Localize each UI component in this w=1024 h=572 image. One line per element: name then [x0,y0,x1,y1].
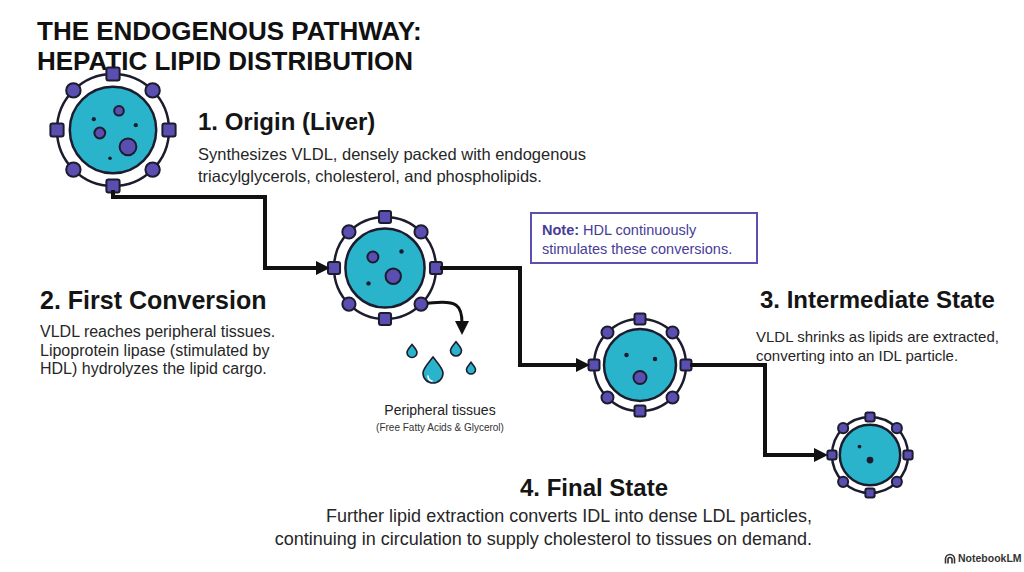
particle-shell [334,217,436,319]
apoprotein-dot [892,423,902,433]
apoprotein-square [379,313,391,325]
apoprotein-dot [667,326,679,338]
apoprotein-square [379,211,391,223]
lipoprotein-particle: 2. First ConversionVLDL reaches peripher… [330,213,440,323]
lipid-cargo [114,106,124,116]
lipid-cargo [366,281,370,285]
particle-graphic [828,413,912,497]
apoprotein-dot [342,225,355,238]
lipid-cargo [134,123,138,127]
particle-graphic [330,213,440,323]
apoprotein-dot [342,297,355,310]
diagram-title: THE ENDOGENOUS PATHWAY: HEPATIC LIPID DI… [37,16,477,76]
fatty-acid-droplet [407,345,417,358]
step-heading: 1. Origin (Liver) [198,108,598,136]
apoprotein-dot [892,477,902,487]
fatty-acid-droplet [423,357,443,383]
particle-core [70,87,156,173]
watermark: NotebookLM [958,552,1022,564]
apoprotein-dot [66,83,80,97]
droplet-highlight [428,376,432,381]
apoprotein-dot [601,392,613,404]
tissue-node: Peripheral tissues (Free Fatty Acids & Gl… [355,335,525,443]
apoprotein-square [106,67,119,80]
step-description: VLDL reaches peripheral tissues. Lipopro… [40,323,302,379]
lipid-cargo [653,357,658,362]
apoprotein-square [635,406,646,417]
apoprotein-dot [414,297,427,310]
step-description: Further lipid extraction converts IDL in… [257,505,812,551]
lipoprotein-particle: 4. Final StateFurther lipid extraction c… [828,413,912,497]
watermark-glyph [946,555,955,564]
particle-graphic [590,315,690,415]
lipid-cargo [867,457,874,464]
apoprotein-square [865,488,874,497]
apoprotein-dot [667,392,679,404]
step-description: VLDL shrinks as lipids are extracted, co… [756,327,1022,365]
lipid-cargo [624,353,629,358]
watermark-icon [944,553,956,565]
lipid-cargo [858,445,862,449]
note-heading: Note: [542,222,579,238]
apoprotein-square [681,360,692,371]
lipid-cargo [386,269,401,284]
particle-shell [832,417,908,493]
particle-core [345,228,424,307]
apoprotein-square [328,262,340,274]
connector-arrow [440,268,583,365]
apoprotein-dot [601,326,613,338]
lipid-cargo [399,249,403,253]
apoprotein-dot [66,162,80,176]
apoprotein-dot [838,477,848,487]
lipoprotein-particle: 3. Intermediate StateVLDL shrinks as lip… [590,315,690,415]
lipid-cargo [120,138,137,155]
apoprotein-square [430,262,442,274]
fatty-acid-droplet [467,362,476,374]
tissue-sublabel: (Free Fatty Acids & Glycerol) [355,421,525,434]
apoprotein-square [162,123,175,136]
fatty-acid-droplet [451,342,462,356]
lipid-cargo [94,128,105,139]
step-heading: 4. Final State [520,474,770,502]
lipid-cargo [634,371,647,384]
apoprotein-square [589,360,600,371]
lipid-cargo [108,156,112,160]
particle-shell [594,319,686,411]
apoprotein-square [635,314,646,325]
particle-core [840,425,900,485]
note-box: Note:HDL continuously stimulates these c… [530,212,758,264]
particle-shell [57,74,169,186]
connector-arrow [690,365,821,455]
step-heading: 3. Intermediate State [760,286,1022,314]
particle-core [604,329,676,401]
step-heading: 2. First Conversion [40,285,340,315]
lipoprotein-particle: 1. Origin (Liver)Synthesizes VLDL, dense… [53,70,173,190]
apoprotein-square [106,179,119,192]
apoprotein-dot [145,83,159,97]
connector-arrow [113,190,323,268]
lipid-cargo [367,252,378,263]
connector-arrow [427,302,462,328]
apoprotein-dot [145,162,159,176]
apoprotein-dot [414,225,427,238]
apoprotein-square [903,450,912,459]
apoprotein-square [865,412,874,421]
step-description: Synthesizes VLDL, densely packed with en… [198,143,603,187]
apoprotein-dot [838,423,848,433]
particle-graphic [53,70,173,190]
apoprotein-square [50,123,63,136]
tissue-label: Peripheral tissues [355,402,525,419]
lipid-cargo [92,117,96,121]
apoprotein-square [827,450,836,459]
